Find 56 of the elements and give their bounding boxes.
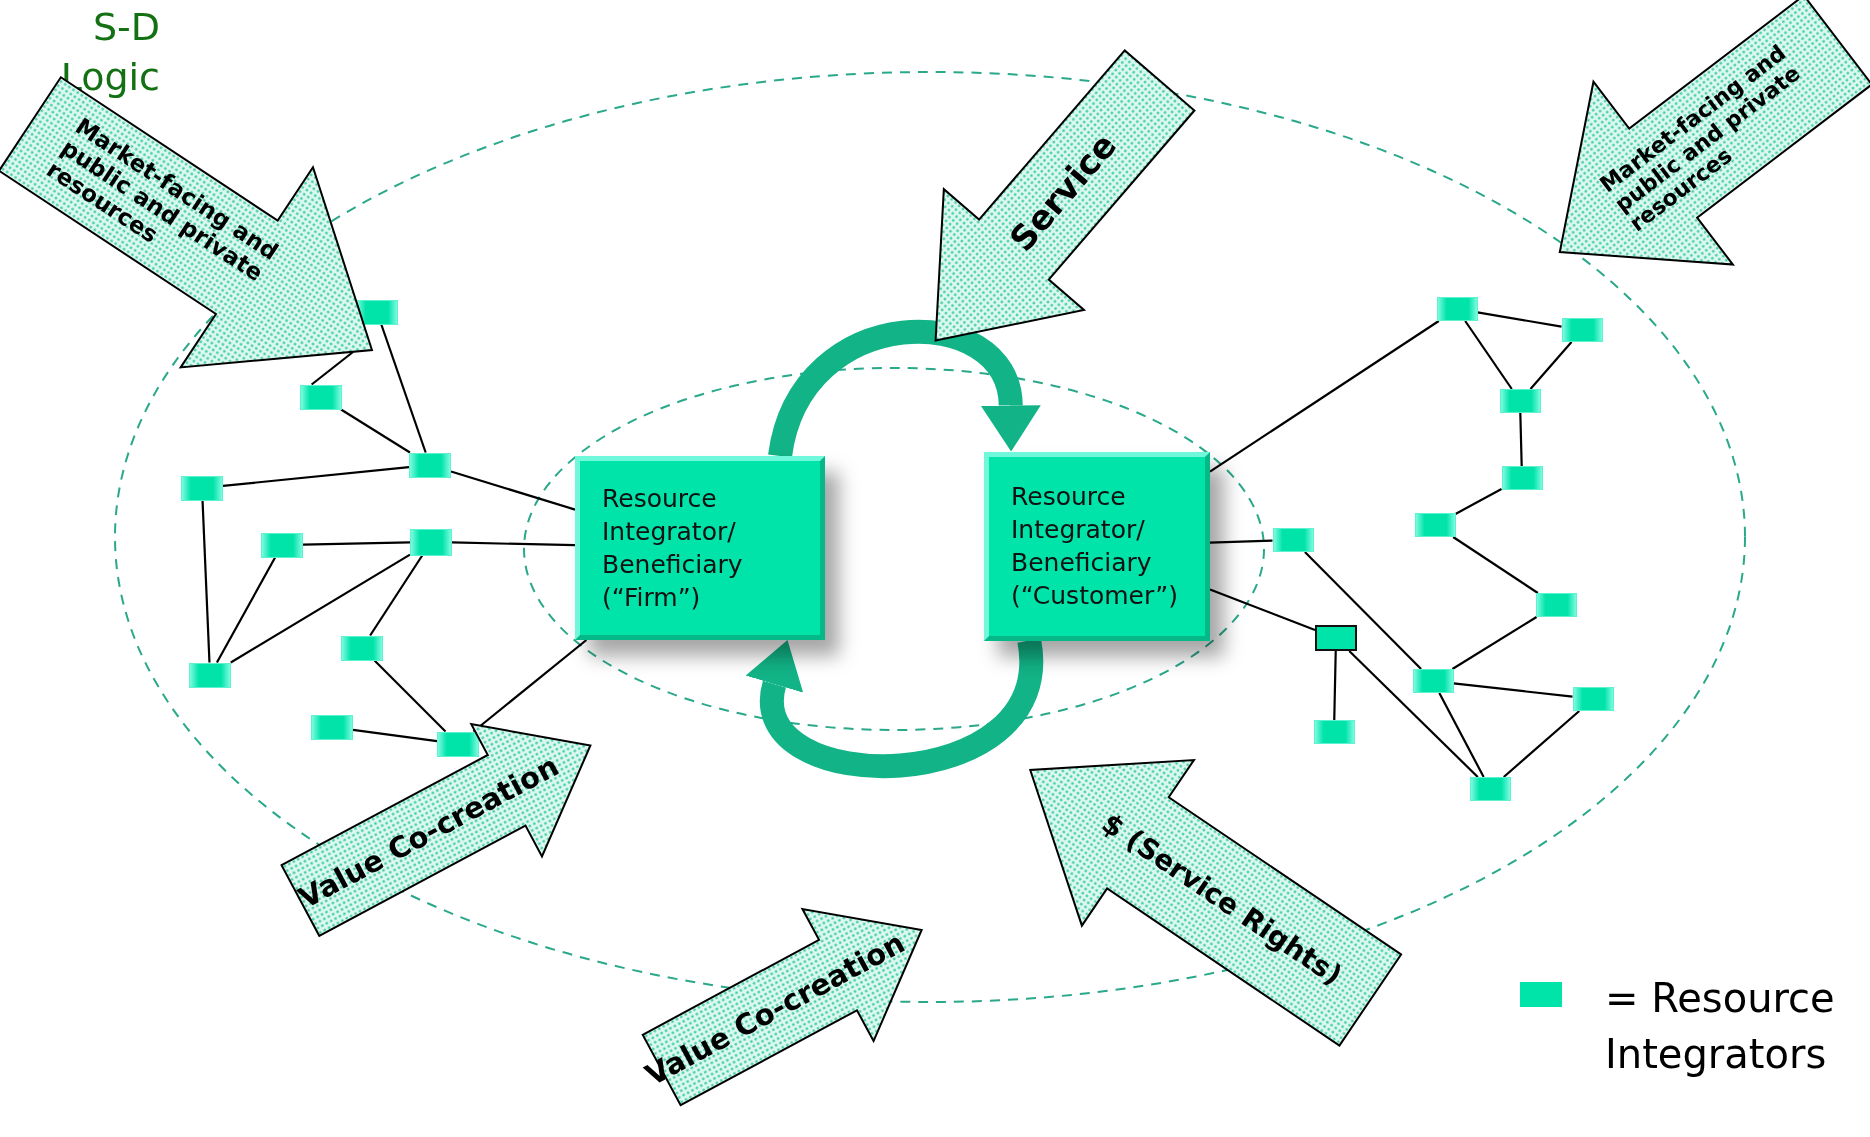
process-box [575,456,825,640]
connector-line [373,659,447,733]
integrator-node [1313,720,1355,744]
integrator-node [1535,593,1577,617]
node-label: Resource Integrator/ Beneficiary (“Customer”) [1011,481,1179,612]
connector-line [1209,320,1440,473]
connector-line [1503,710,1580,778]
integrator-node [189,662,231,688]
node-label: Resource Integrator/ Beneficiary (“Firm”) [602,483,744,614]
connector-line [1454,488,1503,515]
integrator-node [1469,777,1511,801]
connector-line [1304,551,1422,670]
connector-line [451,541,576,547]
connector-line [1348,650,1479,778]
integrator-node [1501,466,1543,490]
process-box [984,451,1210,641]
integrator-node [1272,528,1314,552]
curved-arrow [744,638,1042,778]
integrator-node [410,528,452,556]
integrator-node [300,384,342,410]
connector-line [201,500,211,663]
connector-line [230,553,411,664]
integrator-node [1414,513,1456,537]
connector-line [352,728,438,743]
integrator-node [341,635,383,661]
connector-line [302,541,411,546]
integrator-node [1315,625,1357,651]
integrator-node [1572,687,1614,711]
connector-line [1452,536,1539,594]
connector-line [1333,650,1337,721]
integrator-node [261,532,303,558]
legend-label: = Resource Integrators [1605,974,1836,1079]
connector-line [1453,682,1573,698]
integrator-node [1499,389,1541,413]
connector-line [222,466,410,487]
connector-line [1477,311,1562,328]
integrator-node [437,731,479,757]
connector-line [1209,588,1316,631]
integrator-node [409,452,451,478]
integrator-node [181,475,223,501]
connector-line [1529,341,1573,390]
integrator-node [1436,297,1478,321]
connector-line [310,351,354,386]
connector-line [380,324,427,453]
connector-line [369,554,424,637]
connector-line [1464,320,1513,390]
connector-line [340,408,411,454]
connector-line [1209,539,1273,544]
connector-line [1438,692,1485,778]
integrator-node [311,714,353,740]
connector-line [450,470,576,511]
connector-line [215,556,277,664]
integrator-node [1412,669,1454,693]
connector-line [1451,616,1538,670]
integrator-node [1561,318,1603,342]
connector-line [1519,412,1523,467]
